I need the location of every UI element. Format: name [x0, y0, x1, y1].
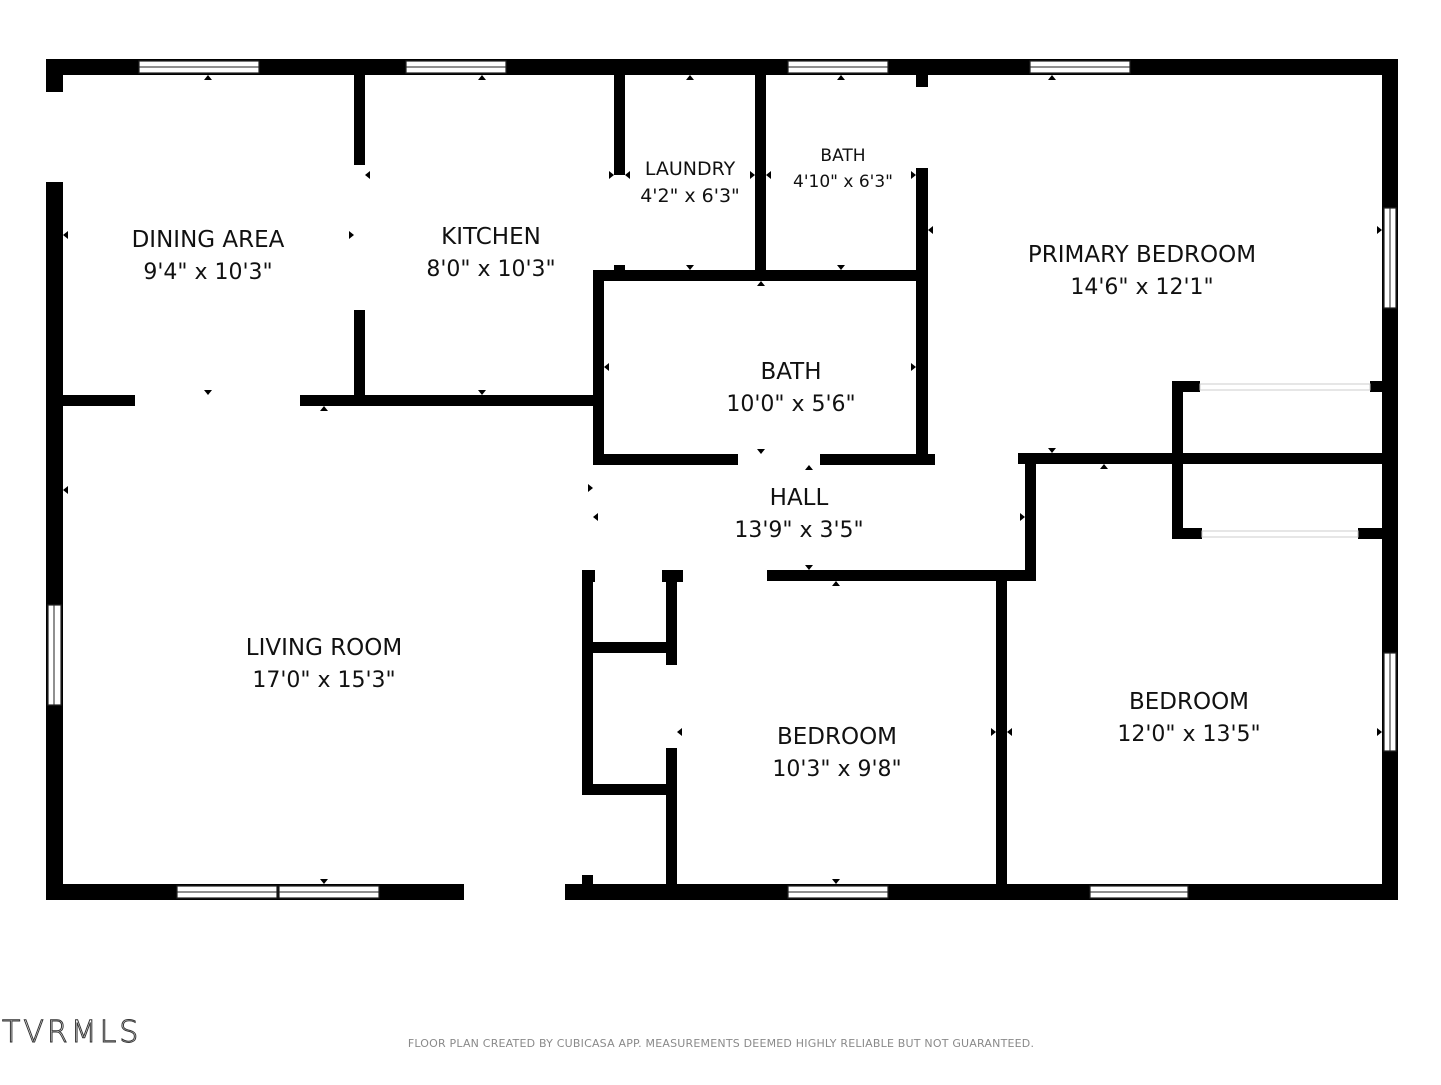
bedroom-3-name: BEDROOM	[1129, 689, 1249, 715]
bedroom-3-dims: 12'0" x 13'5"	[1117, 722, 1260, 747]
mls-watermark: TVRMLS	[2, 1015, 141, 1050]
bath-main-dims: 10'0" x 5'6"	[726, 392, 855, 417]
hall-dims: 13'9" x 3'5"	[734, 518, 863, 543]
primary-dims: 14'6" x 12'1"	[1070, 275, 1213, 300]
dining-name: DINING AREA	[132, 227, 285, 253]
bedroom-2-name: BEDROOM	[777, 724, 897, 750]
room-label-laundry: LAUNDRY 4'2" x 6'3"	[640, 158, 740, 207]
room-label-bath-small: BATH 4'10" x 6'3"	[793, 146, 893, 192]
dining-dims: 9'4" x 10'3"	[143, 260, 272, 285]
room-label-bedroom-2: BEDROOM 10'3" x 9'8"	[772, 724, 901, 782]
room-label-bath-main: BATH 10'0" x 5'6"	[726, 359, 855, 417]
room-label-hall: HALL 13'9" x 3'5"	[734, 485, 863, 543]
bedroom-2-dims: 10'3" x 9'8"	[772, 757, 901, 782]
bath-small-name: BATH	[820, 146, 865, 166]
room-label-primary: PRIMARY BEDROOM 14'6" x 12'1"	[1028, 242, 1256, 300]
footer-disclaimer: FLOOR PLAN CREATED BY CUBICASA APP. MEAS…	[408, 1037, 1034, 1050]
room-label-bedroom-3: BEDROOM 12'0" x 13'5"	[1117, 689, 1260, 747]
bath-small-dims: 4'10" x 6'3"	[793, 172, 893, 192]
room-label-dining: DINING AREA 9'4" x 10'3"	[132, 227, 285, 285]
living-dims: 17'0" x 15'3"	[252, 668, 395, 693]
primary-name: PRIMARY BEDROOM	[1028, 242, 1256, 268]
room-label-living: LIVING ROOM 17'0" x 15'3"	[246, 635, 403, 693]
bath-main-name: BATH	[760, 359, 821, 385]
kitchen-name: KITCHEN	[441, 224, 541, 250]
door-openings	[46, 92, 1371, 900]
laundry-dims: 4'2" x 6'3"	[640, 185, 740, 207]
living-name: LIVING ROOM	[246, 635, 403, 661]
dimension-arrows	[63, 75, 1382, 884]
laundry-name: LAUNDRY	[645, 158, 736, 180]
window-center-lines	[53, 66, 1391, 893]
kitchen-dims: 8'0" x 10'3"	[426, 257, 555, 282]
room-label-kitchen: KITCHEN 8'0" x 10'3"	[426, 224, 555, 282]
hall-name: HALL	[770, 485, 829, 511]
interior-walls	[63, 75, 1382, 888]
